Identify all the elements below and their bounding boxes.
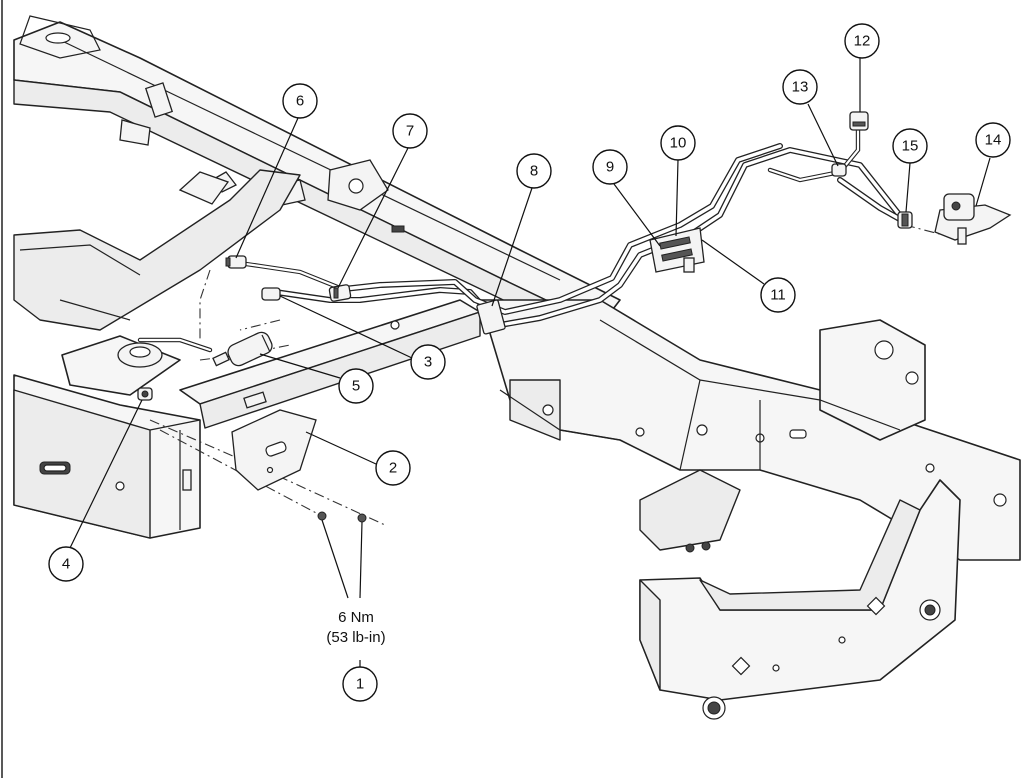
leader-15 xyxy=(905,162,911,213)
leader-4 xyxy=(69,399,143,549)
torque-metric: 6 Nm xyxy=(338,609,374,626)
leader-2 xyxy=(305,431,377,465)
svg-text:14: 14 xyxy=(985,132,1002,149)
leader-14 xyxy=(975,157,991,207)
callout-7: 7 xyxy=(392,113,428,149)
quick-connect-7 xyxy=(328,284,352,302)
leader-3 xyxy=(279,295,413,359)
callout-14: 14 xyxy=(975,122,1011,158)
clamp-15 xyxy=(897,211,913,229)
svg-text:8: 8 xyxy=(530,163,538,180)
svg-text:10: 10 xyxy=(670,135,687,152)
leader-9 xyxy=(613,183,661,247)
callouts: 1 2 3 4 5 6 7 8 xyxy=(48,23,1011,702)
frame-rail-lower-left xyxy=(13,374,201,539)
vapor-valve-14 xyxy=(934,193,1012,245)
callout-3: 3 xyxy=(410,344,446,380)
callout-4: 4 xyxy=(48,546,84,582)
fitting-12 xyxy=(849,111,869,131)
quick-connect-4 xyxy=(137,387,153,401)
callout-9: 9 xyxy=(592,149,628,185)
crossmember xyxy=(179,299,481,429)
svg-text:15: 15 xyxy=(902,138,919,155)
fuel-tank-area xyxy=(13,169,301,396)
leader-10 xyxy=(675,159,679,237)
torque-imperial: (53 lb-in) xyxy=(326,629,385,646)
callout-1: 1 xyxy=(342,666,378,702)
svg-text:7: 7 xyxy=(406,123,414,140)
fuel-filter xyxy=(212,331,273,367)
svg-text:13: 13 xyxy=(792,79,809,96)
svg-text:4: 4 xyxy=(62,556,70,573)
svg-text:12: 12 xyxy=(854,33,871,50)
svg-text:6: 6 xyxy=(296,93,304,110)
nuts-1 xyxy=(317,511,367,523)
svg-text:1: 1 xyxy=(356,676,364,693)
quick-connect-3 xyxy=(261,287,281,301)
leader-lines xyxy=(69,58,991,670)
leader-13 xyxy=(807,103,839,167)
line-bracket-10 xyxy=(649,227,705,273)
callout-8: 8 xyxy=(516,153,552,189)
callout-6: 6 xyxy=(282,83,318,119)
leader-5 xyxy=(259,353,341,379)
connector-13 xyxy=(831,163,847,177)
svg-text:3: 3 xyxy=(424,354,432,371)
fuel-filter-bracket xyxy=(231,409,317,491)
torque-spec: 6 Nm (53 lb-in) xyxy=(326,609,385,646)
leader-1b xyxy=(359,521,363,599)
leader-7 xyxy=(337,147,409,289)
callout-10: 10 xyxy=(660,125,696,161)
callout-11: 11 xyxy=(760,277,796,313)
callout-12: 12 xyxy=(844,23,880,59)
svg-text:5: 5 xyxy=(352,378,360,395)
line-clip-8 xyxy=(476,299,506,335)
callout-15: 15 xyxy=(892,128,928,164)
callout-2: 2 xyxy=(375,450,411,486)
leader-1a xyxy=(321,519,349,599)
callout-13: 13 xyxy=(782,69,818,105)
callout-5: 5 xyxy=(338,368,374,404)
svg-text:9: 9 xyxy=(606,159,614,176)
front-crossmember xyxy=(479,299,1021,561)
svg-text:11: 11 xyxy=(770,287,786,304)
front-bracket xyxy=(639,479,961,720)
leader-6 xyxy=(235,117,299,259)
svg-text:2: 2 xyxy=(389,460,397,477)
leader-8 xyxy=(491,187,533,307)
leader-11 xyxy=(701,239,765,285)
